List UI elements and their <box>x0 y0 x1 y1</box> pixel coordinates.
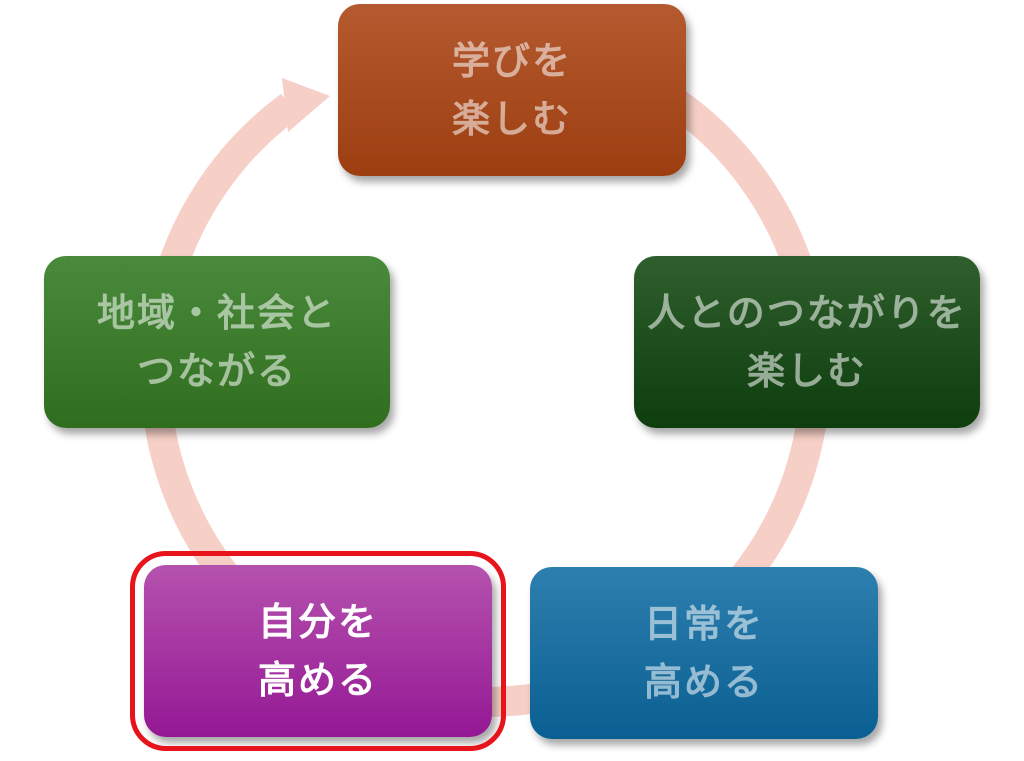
node-learn: 学びを 楽しむ <box>338 4 686 176</box>
node-learn-line-1: 学びを <box>451 39 572 83</box>
node-daily: 日常を 高める <box>530 567 878 739</box>
node-self: 自分を 高める <box>130 551 506 751</box>
cycle-arrow-head <box>282 78 330 132</box>
node-daily-line-2: 高める <box>643 660 764 704</box>
node-self-line-2: 高める <box>257 658 378 702</box>
node-society: 地域・社会と つながる <box>44 256 390 428</box>
node-learn-line-2: 楽しむ <box>451 97 572 141</box>
node-people-line-1: 人とのつながりを <box>647 291 967 335</box>
node-self-line-1: 自分を <box>257 600 378 644</box>
node-society-line-2: つながる <box>136 349 297 393</box>
node-daily-line-1: 日常を <box>643 602 764 646</box>
node-people-line-2: 楽しむ <box>746 349 867 393</box>
node-people: 人とのつながりを 楽しむ <box>634 256 980 428</box>
node-society-line-1: 地域・社会と <box>96 291 337 335</box>
